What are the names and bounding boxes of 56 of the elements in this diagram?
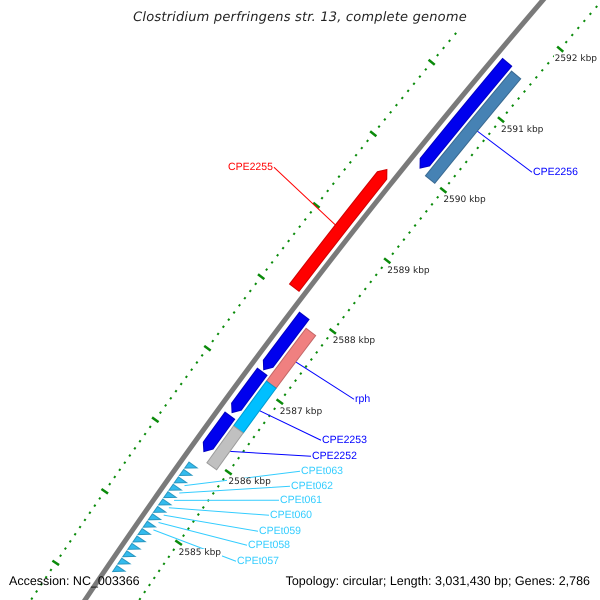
trna-marker [168, 484, 183, 491]
gene-label: CPE2252 [312, 451, 357, 462]
gene-feature [232, 380, 277, 434]
trna-marker [122, 550, 137, 558]
leader-line [163, 514, 258, 532]
trna-marker [184, 461, 199, 469]
gene-label: CPEt060 [270, 510, 312, 520]
gene-feature [262, 312, 310, 370]
accession-text: Accession: NC_003366 [9, 575, 140, 588]
gene-feature [424, 70, 522, 184]
leader-line [178, 486, 290, 494]
gene-label: CPEt061 [280, 495, 322, 506]
gene-label: CPE2253 [322, 435, 367, 446]
title: Clostridium perfringens str. 13, complete genome [132, 11, 468, 24]
scale-label: 2587 kbp [278, 408, 324, 417]
trna-marker [178, 468, 194, 476]
gene-feature [288, 168, 388, 292]
gene-label: CPEt059 [259, 526, 302, 536]
trna-marker [142, 520, 158, 528]
gene-label: CPEt063 [301, 466, 344, 476]
gene-label: CPEt058 [248, 540, 290, 550]
trna-marker [137, 528, 152, 536]
trna-marker [162, 490, 178, 498]
trna-marker [126, 542, 142, 550]
trna-marker [132, 535, 147, 542]
scale-label: 2589 kbp [386, 266, 431, 276]
leader-line [174, 500, 280, 501]
gene-label: CPE2255 [228, 162, 273, 172]
gene-label: CPE2256 [533, 167, 578, 178]
scale-label: 2588 kbp [332, 337, 376, 346]
leader-line [273, 166, 336, 226]
trna-marker [152, 506, 168, 513]
gene-label: CPEt062 [291, 481, 334, 492]
trna-marker [147, 513, 162, 520]
gene-feature [202, 411, 236, 452]
gene-label: CPEt057 [237, 556, 280, 566]
gene-feature [206, 425, 244, 470]
leader-line [476, 130, 532, 173]
leader-line [168, 507, 270, 516]
trna-marker [116, 557, 132, 565]
genome-info-text: Topology: circular; Length: 3,031,430 bp; Genes: 2,786 [286, 575, 590, 588]
leader-line [229, 450, 312, 457]
trna-marker [112, 564, 127, 572]
trna-marker [158, 498, 172, 506]
scale-label: 2591 kbp [500, 126, 544, 135]
scale-label: 2590 kbp [442, 196, 487, 206]
scale-label: 2592 kbp [554, 55, 598, 64]
scale-label: 2586 kbp [227, 478, 272, 488]
gene-label: rph [355, 394, 370, 404]
scale-label: 2585 kbp [178, 548, 222, 558]
leader-line [259, 410, 322, 441]
leader-line [158, 522, 248, 546]
leader-line [295, 361, 354, 400]
trna-marker [173, 476, 188, 484]
gene-feature [266, 328, 316, 389]
gene-feature [231, 367, 268, 414]
